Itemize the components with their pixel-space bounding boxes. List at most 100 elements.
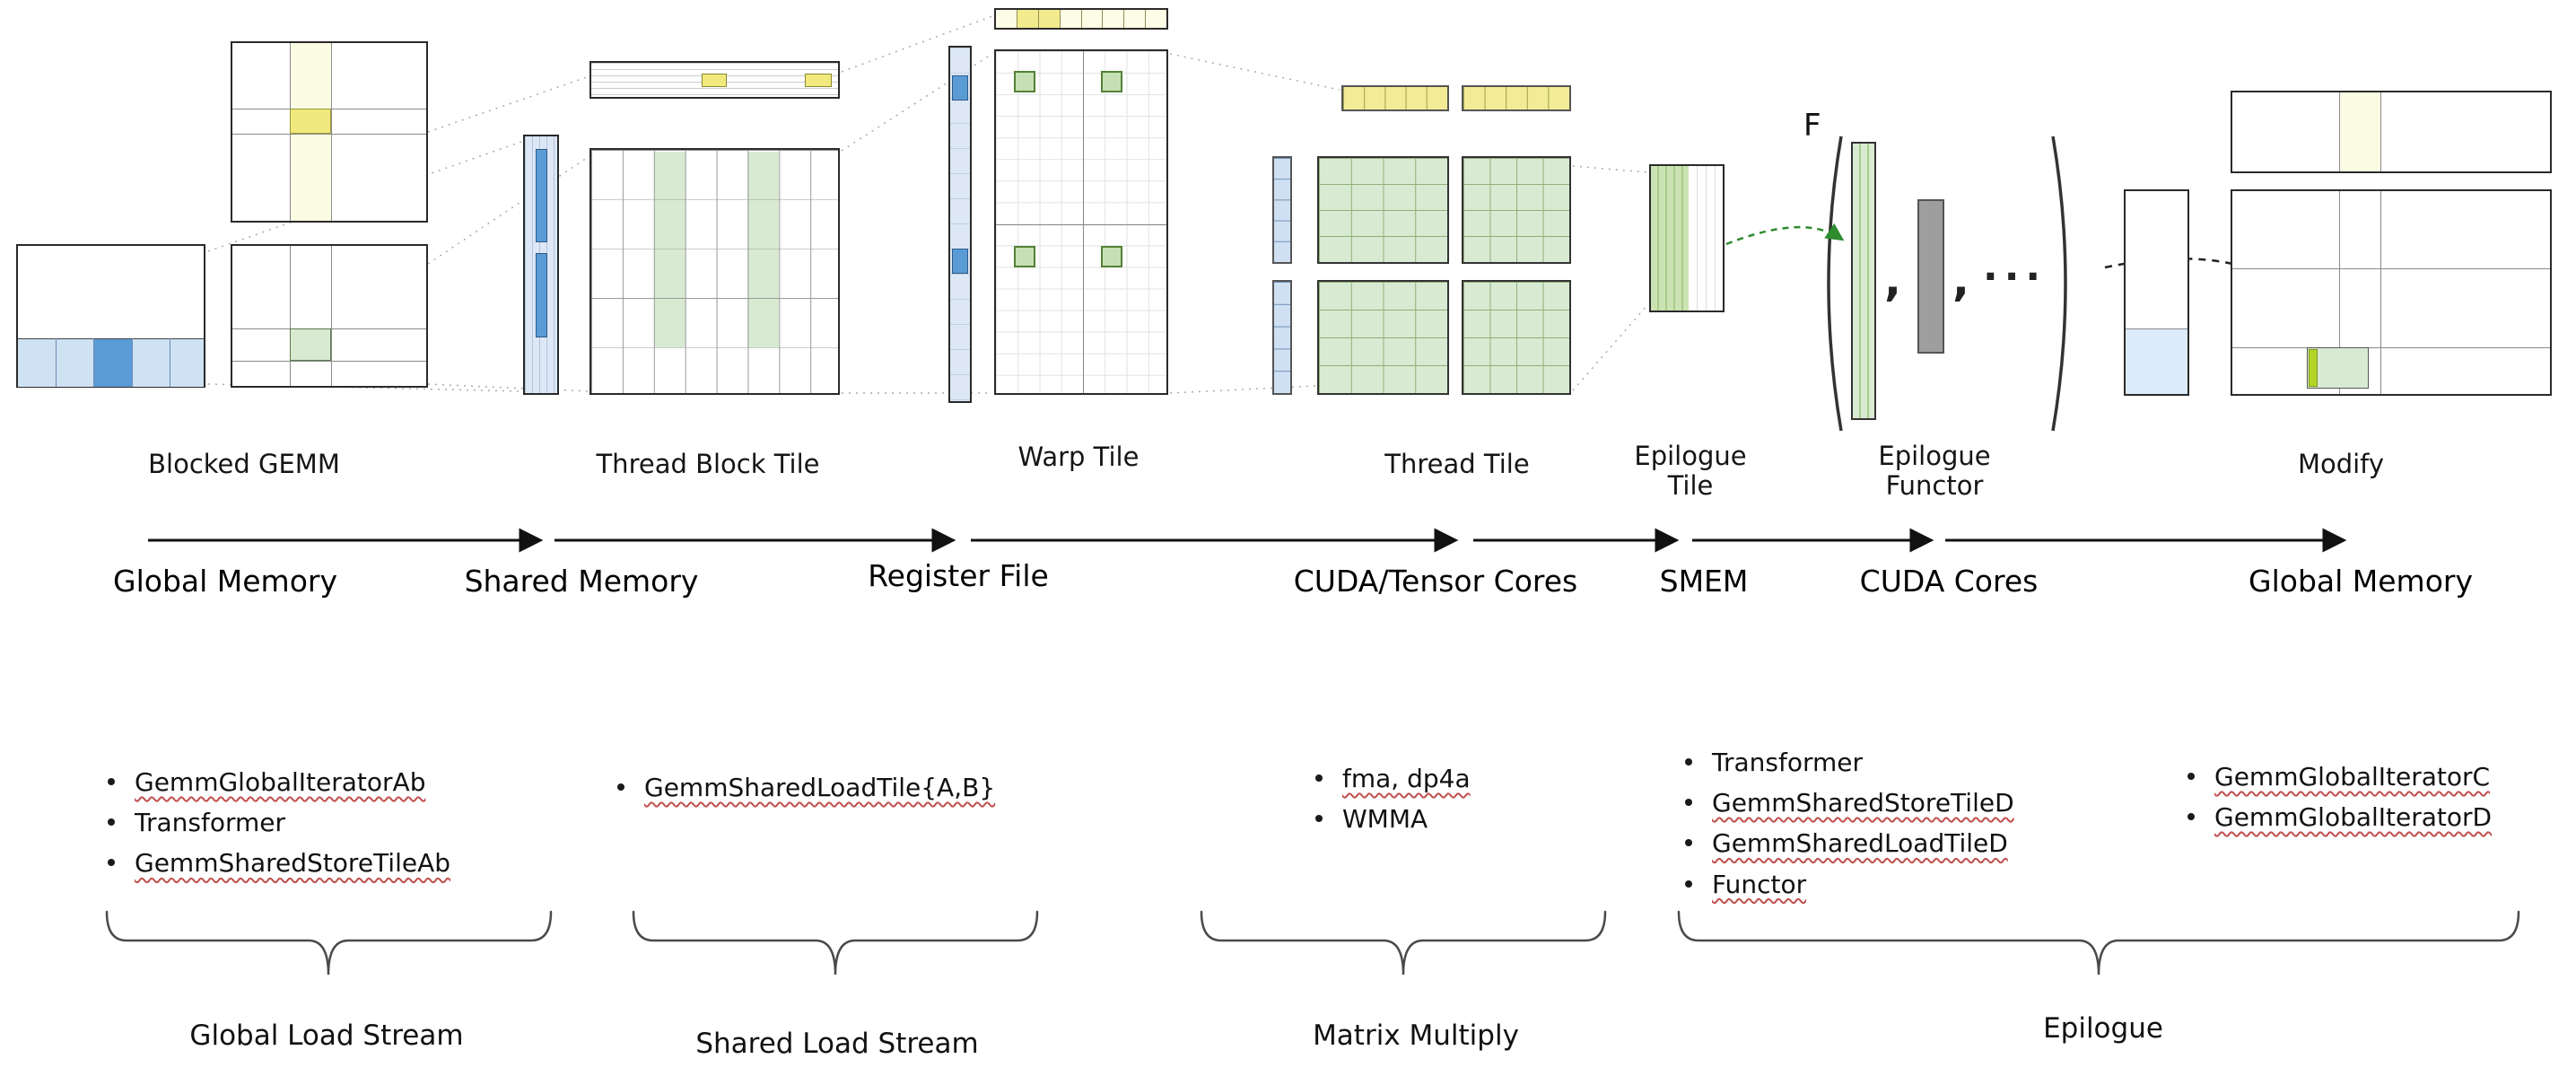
dotted-connector	[841, 15, 993, 73]
global-load-list: GemmGlobalIteratorAb Transformer GemmSha…	[99, 767, 450, 879]
strip-cell	[1146, 10, 1166, 28]
bullet-icon	[1685, 758, 1692, 766]
strip-active-block	[805, 74, 832, 87]
modify-matrix-main	[2231, 189, 2552, 396]
list-item-label: fma, dp4a	[1342, 764, 1471, 793]
list-item: GemmSharedStoreTileD	[1676, 789, 2014, 818]
list-item: GemmSharedLoadTile{A,B}	[608, 773, 996, 802]
strip-cell	[1124, 10, 1147, 28]
list-item: GemmSharedStoreTileAb	[99, 849, 450, 878]
strip-cell	[1081, 10, 1104, 28]
warp-active-cell	[1101, 71, 1122, 92]
dotted-connector	[1169, 385, 1316, 394]
strip-active-block	[952, 249, 968, 274]
group-epilogue: Epilogue	[2043, 1012, 2163, 1045]
strip-active-block	[952, 75, 968, 101]
grid-line	[996, 224, 1166, 225]
grid-line	[232, 134, 426, 135]
group-shared-load-stream: Shared Load Stream	[695, 1028, 979, 1060]
strip-cell	[996, 10, 1017, 28]
grid-line	[1274, 282, 1290, 393]
list-item-label: Transformer	[1712, 748, 1864, 777]
list-item: GemmGlobalIteratorD	[2179, 803, 2492, 832]
matrix-a-active-block	[93, 338, 132, 387]
stage-cuda-tensor-cores: CUDA/Tensor Cores	[1293, 564, 1578, 599]
thread-accumulator-tile	[1317, 280, 1449, 395]
grid-line	[18, 338, 204, 339]
grid-line	[591, 150, 838, 393]
functor-separator: ,	[1952, 254, 1969, 306]
list-item-label: Functor	[1712, 869, 1807, 899]
list-item-label: GemmSharedLoadTileD	[1712, 828, 2008, 859]
list-item-label: GemmGlobalIteratorC	[2214, 762, 2491, 792]
modify-written-column	[2309, 349, 2318, 387]
warp-active-cell	[1101, 246, 1122, 267]
modify-side-strip	[2124, 189, 2189, 396]
bullet-icon	[108, 778, 115, 785]
functor-input-vector	[1851, 142, 1876, 420]
bullet-icon	[108, 859, 115, 867]
bullet-icon	[108, 818, 115, 827]
bullet-icon	[1685, 879, 1692, 888]
blocked-gemm-label: Blocked GEMM	[148, 449, 340, 479]
bullet-icon	[2187, 773, 2195, 780]
thread-block-tile-label: Thread Block Tile	[596, 449, 820, 479]
dotted-connector	[1169, 53, 1340, 91]
warp-tile-matrix	[994, 49, 1168, 395]
functor-ellipsis: ···	[1983, 254, 2048, 300]
grid-line	[93, 338, 94, 387]
grid-line	[950, 48, 970, 401]
grid-line	[2126, 328, 2187, 329]
group-braces	[105, 910, 2520, 976]
matrix-b-active-block	[290, 109, 331, 134]
epilogue-tile-label: Epilogue Tile	[1634, 441, 1747, 502]
warp-b-fragment-strip	[994, 8, 1168, 30]
grid-line	[1319, 282, 1447, 393]
bullet-icon	[617, 783, 624, 791]
stage-cuda-cores: CUDA Cores	[1859, 564, 2039, 599]
grid-line	[1083, 51, 1084, 393]
grid-line	[1319, 158, 1447, 262]
tile-highlight-column	[747, 152, 779, 347]
thread-a-fragment	[1272, 156, 1292, 264]
grid-line	[1689, 166, 1723, 311]
brace-shared-load-stream	[632, 910, 1039, 976]
stage-shared-memory: Shared Memory	[464, 564, 699, 599]
grid-line	[2380, 191, 2381, 394]
grid-line	[1463, 87, 1569, 109]
warp-active-cell	[1014, 71, 1035, 92]
list-item-label: Transformer	[135, 808, 286, 838]
shared-load-list: GemmSharedLoadTile{A,B}	[608, 773, 996, 802]
group-matrix-multiply: Matrix Multiply	[1313, 1019, 1519, 1052]
open-paren	[1827, 136, 1843, 432]
thread-tile-label: Thread Tile	[1384, 449, 1530, 479]
grid-line	[56, 338, 57, 387]
blocked-gemm-matrix-c	[231, 244, 428, 388]
strip-active-block	[702, 74, 727, 87]
grid-line	[2232, 268, 2550, 269]
brace-global-load-stream	[105, 910, 553, 976]
matrix-multiply-list: fma, dp4a WMMA	[1306, 764, 1471, 834]
grid-line	[331, 246, 332, 386]
list-item: Transformer	[99, 809, 450, 837]
grid-line	[2380, 92, 2381, 171]
stage-smem: SMEM	[1659, 564, 1749, 599]
grid-line	[290, 246, 291, 386]
grid-line	[2339, 92, 2340, 171]
warp-a-fragment-strip	[948, 46, 972, 403]
bullet-icon	[1315, 815, 1323, 823]
epilogue-tile-to-functor-arrow	[1725, 223, 1845, 246]
list-item: Functor	[1676, 869, 2014, 899]
grid-line	[1463, 282, 1569, 393]
grid-line	[232, 361, 426, 362]
list-item: GemmGlobalIteratorC	[2179, 762, 2492, 792]
global-store-list: GemmGlobalIteratorC GemmGlobalIteratorD	[2179, 762, 2492, 832]
functor-symbol: F	[1803, 108, 1821, 144]
thread-accumulator-tile	[1462, 280, 1571, 395]
strip-cell	[1060, 10, 1082, 28]
epilogue-functor-label: Epilogue Functor	[1878, 441, 1991, 502]
list-item-label: GemmSharedLoadTile{A,B}	[644, 773, 996, 802]
blocked-gemm-matrix-b	[231, 41, 428, 223]
stage-global-memory: Global Memory	[113, 564, 337, 599]
